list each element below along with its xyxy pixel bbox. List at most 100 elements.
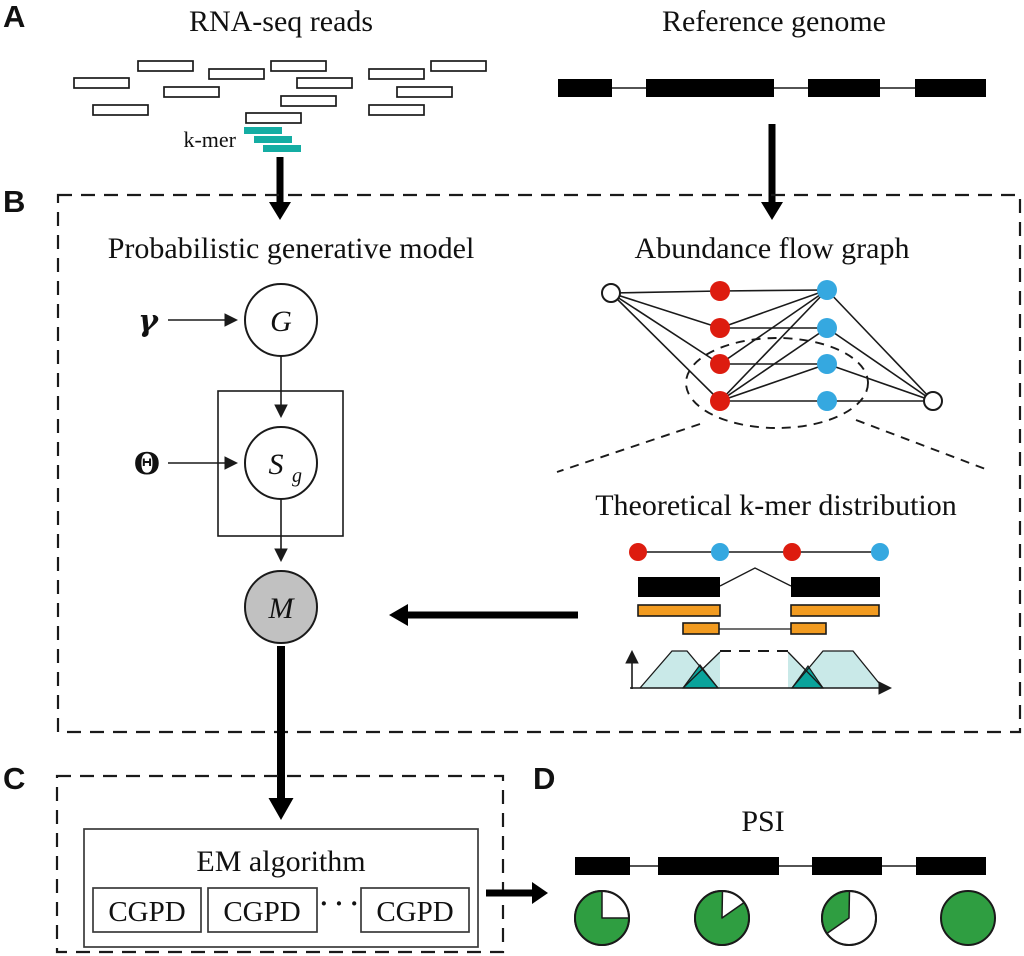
kmer-dist-title: Theoretical k-mer distribution bbox=[595, 489, 957, 522]
read-rect bbox=[73, 77, 130, 89]
read-rect bbox=[270, 60, 327, 72]
exon-rect bbox=[646, 79, 774, 97]
blue-node bbox=[817, 318, 837, 338]
node-g-label: G bbox=[270, 305, 292, 338]
graphical-model: γ G Θ S g M bbox=[134, 283, 344, 644]
node-s-label: S bbox=[269, 448, 284, 481]
read-rect bbox=[430, 60, 487, 72]
em-to-psi-arrow bbox=[486, 882, 548, 904]
kmer-segment bbox=[637, 604, 721, 617]
cgpd-label: CGPD bbox=[223, 896, 300, 928]
kmer-bar bbox=[244, 127, 282, 134]
coverage-outline bbox=[787, 651, 824, 689]
psi-pie bbox=[940, 890, 996, 946]
flow-edge bbox=[719, 289, 828, 402]
read-rect bbox=[137, 60, 194, 72]
red-node bbox=[710, 391, 730, 411]
cgpd-box bbox=[207, 887, 318, 933]
em-algorithm-box: EM algorithm CGPD CGPD · · · CGPD bbox=[83, 828, 479, 948]
psi-pie bbox=[821, 890, 877, 946]
cgpd-ellipsis: · · · bbox=[319, 889, 358, 918]
kmer-label: k-mer bbox=[183, 127, 236, 152]
flow-edge bbox=[826, 289, 934, 402]
exon-rect bbox=[812, 857, 882, 875]
zoom-connector-left bbox=[556, 423, 701, 473]
read-rect bbox=[368, 68, 425, 80]
red-node bbox=[710, 281, 730, 301]
psi-pie bbox=[694, 890, 750, 946]
read-rect bbox=[296, 77, 353, 89]
exon-rect bbox=[558, 79, 612, 97]
panel-a-label: A bbox=[3, 0, 25, 34]
read-rect bbox=[163, 86, 220, 98]
red-node bbox=[710, 318, 730, 338]
zoom-ellipse bbox=[685, 337, 869, 429]
rna-reads-group: k-mer bbox=[73, 60, 487, 152]
exon-rect bbox=[658, 857, 779, 875]
cgpd-label: CGPD bbox=[108, 896, 185, 928]
psi-gene-model bbox=[575, 857, 986, 875]
red-node bbox=[710, 354, 730, 374]
flow-edge bbox=[719, 289, 828, 365]
exon-rect bbox=[791, 577, 880, 597]
flow-edges bbox=[610, 289, 934, 402]
m-to-em-arrow bbox=[268, 646, 294, 820]
source-node bbox=[601, 283, 621, 303]
flow-edge bbox=[719, 363, 828, 402]
blue-node bbox=[711, 543, 729, 561]
exon-rect bbox=[808, 79, 880, 97]
generative-model-title: Probabilistic generative model bbox=[108, 232, 475, 265]
panel-c-border bbox=[55, 774, 505, 954]
exon-rect bbox=[916, 857, 986, 875]
flow-edge bbox=[719, 289, 828, 292]
node-s-subscript: g bbox=[292, 465, 302, 487]
flow-edge bbox=[719, 327, 828, 402]
read-rect bbox=[92, 104, 149, 116]
kmer-segment bbox=[790, 622, 827, 635]
kmerdist-to-m-arrow bbox=[389, 604, 578, 626]
splice-junction-line bbox=[719, 567, 792, 587]
read-rect bbox=[245, 112, 302, 124]
flow-edge bbox=[610, 292, 721, 329]
rna-seq-reads-title: RNA-seq reads bbox=[189, 5, 373, 38]
cgpd-box bbox=[360, 887, 470, 933]
read-rect bbox=[280, 95, 337, 107]
psi-pie bbox=[574, 890, 630, 946]
blue-node bbox=[817, 280, 837, 300]
reference-genome-title: Reference genome bbox=[662, 5, 886, 38]
kmer-segment bbox=[790, 604, 880, 617]
pie-outline bbox=[574, 890, 630, 946]
red-node bbox=[629, 543, 647, 561]
panel-b-label: B bbox=[3, 184, 25, 219]
genome-to-graph-arrow bbox=[761, 124, 783, 220]
panel-d-label: D bbox=[533, 761, 555, 796]
flow-edge bbox=[610, 292, 721, 402]
theta-symbol: Θ bbox=[134, 447, 160, 482]
exon-rect bbox=[915, 79, 986, 97]
flow-edge bbox=[719, 289, 828, 329]
read-rect bbox=[208, 68, 265, 80]
cgpd-box bbox=[92, 887, 202, 933]
kmer-bar bbox=[263, 145, 301, 152]
panel-c-label: C bbox=[3, 761, 25, 796]
node-m-circle bbox=[244, 570, 318, 644]
pie-outline bbox=[694, 890, 750, 946]
gamma-symbol: γ bbox=[138, 304, 159, 339]
pie-outline bbox=[821, 890, 877, 946]
zoom-connector-right bbox=[855, 419, 989, 471]
theoretical-kmer-distribution bbox=[625, 543, 893, 695]
exon-rect bbox=[575, 857, 630, 875]
flow-edge bbox=[826, 363, 934, 402]
node-m-label: M bbox=[268, 592, 296, 625]
psi-pies bbox=[574, 890, 996, 946]
flow-edge bbox=[826, 327, 934, 402]
blue-node bbox=[817, 354, 837, 374]
em-title: EM algorithm bbox=[196, 845, 365, 878]
red-node bbox=[783, 543, 801, 561]
sink-node bbox=[923, 391, 943, 411]
flow-edge bbox=[610, 290, 721, 294]
coverage-outline bbox=[682, 651, 721, 689]
flow-edge bbox=[610, 292, 721, 365]
